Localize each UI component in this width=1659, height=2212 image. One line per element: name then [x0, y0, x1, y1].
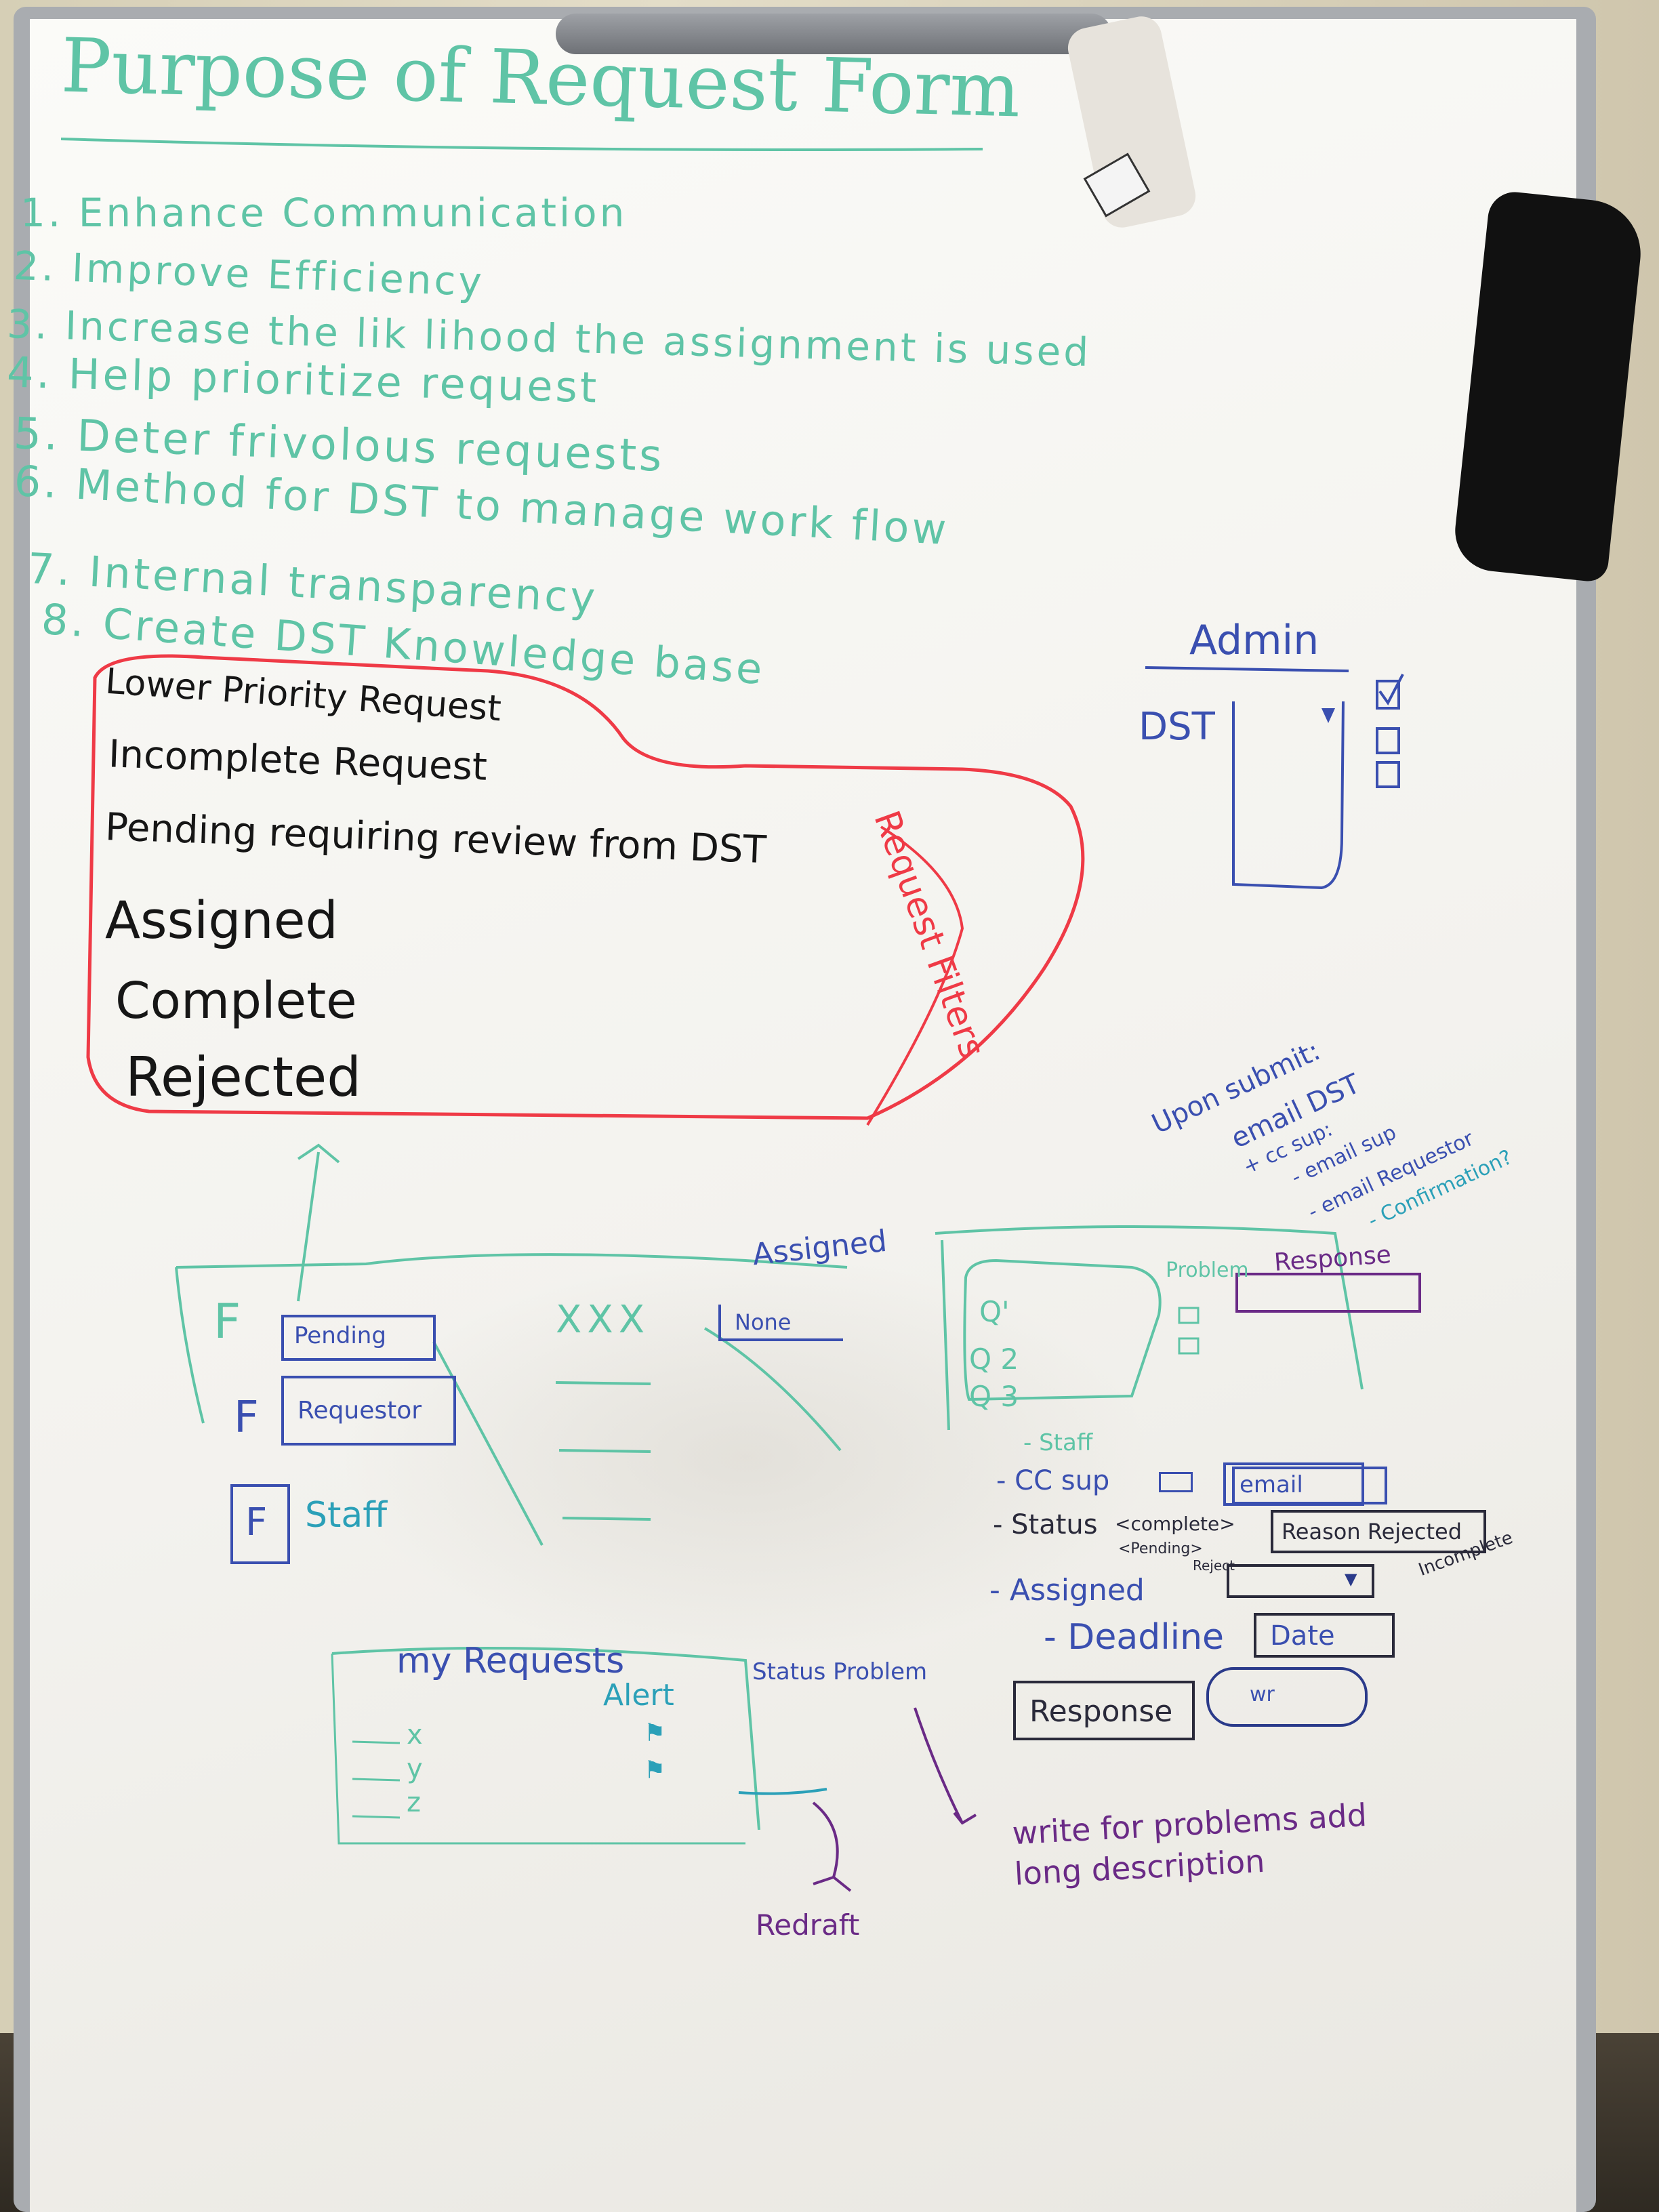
- pending-select-value: Pending: [294, 1322, 386, 1349]
- filters-outline: [86, 654, 1085, 1126]
- triangle-down-icon: ▼: [1345, 1570, 1357, 1589]
- assigned-select-value: None: [735, 1309, 792, 1335]
- admin-dst-label: DST: [1139, 705, 1215, 749]
- arrows: [738, 1707, 977, 1892]
- cc-sup-checkbox[interactable]: [1159, 1472, 1193, 1492]
- filter-item: Rejected: [125, 1046, 362, 1109]
- filter-item: Assigned: [105, 890, 338, 950]
- question-item: Q 3: [969, 1380, 1019, 1413]
- request-row: y: [407, 1753, 423, 1784]
- reason-rejected-value: Reason Rejected: [1282, 1519, 1462, 1544]
- whiteboard: [30, 19, 1576, 2212]
- staff-filter-box[interactable]: F: [230, 1484, 290, 1564]
- write-input-value: wr: [1250, 1683, 1275, 1706]
- my-requests-outline: [331, 1647, 760, 1845]
- email-input-value: email: [1240, 1471, 1303, 1498]
- assigned-dropdown[interactable]: ▼: [1227, 1564, 1374, 1598]
- email-input[interactable]: email: [1223, 1462, 1364, 1506]
- alert-label: Alert: [603, 1678, 674, 1713]
- status-problem-label: Status Problem: [752, 1658, 928, 1685]
- requestor-select-value: Requestor: [298, 1397, 422, 1425]
- status-field: - Status: [993, 1509, 1098, 1540]
- status-reject: Reject: [1193, 1557, 1235, 1574]
- question-item: Q 2: [969, 1343, 1019, 1376]
- write-input[interactable]: wr: [1206, 1667, 1368, 1727]
- deadline-field: - Deadline: [1044, 1617, 1225, 1658]
- request-row: z: [407, 1787, 421, 1818]
- xxx-placeholder: XXX: [556, 1298, 651, 1342]
- redraft-label: Redraft: [756, 1908, 860, 1942]
- requestor-select[interactable]: Requestor: [281, 1376, 456, 1446]
- assigned-select[interactable]: None: [718, 1305, 843, 1341]
- response-button-label: Response: [1029, 1694, 1173, 1729]
- purpose-item: 1. Enhance Communication: [20, 190, 628, 236]
- admin-title: Admin: [1189, 617, 1319, 664]
- flag-icon: ⚑: [644, 1719, 666, 1747]
- status-pending: <Pending>: [1118, 1540, 1203, 1557]
- date-input-value: Date: [1270, 1620, 1335, 1652]
- flag-icon: ⚑: [644, 1757, 666, 1784]
- reason-rejected-input[interactable]: Reason Rejected: [1271, 1510, 1486, 1553]
- question-item: Q': [979, 1295, 1010, 1328]
- response-button[interactable]: Response: [1013, 1681, 1195, 1740]
- marker-tray: [556, 14, 1111, 54]
- pending-select[interactable]: Pending: [281, 1315, 436, 1361]
- my-requests-title: my Requests: [396, 1641, 625, 1681]
- board-glare: [339, 1254, 1152, 1660]
- admin-sketch: [1145, 666, 1404, 890]
- filter-f-label: F: [245, 1500, 268, 1544]
- filter-f-label: F: [213, 1294, 241, 1349]
- detail-sketch-outline: [935, 1225, 1421, 1504]
- filter-f-label: F: [234, 1393, 259, 1443]
- cc-sup-field: - CC sup: [996, 1465, 1110, 1496]
- staff-field: - Staff: [1023, 1429, 1093, 1456]
- assigned-field: - Assigned: [989, 1573, 1145, 1607]
- problem-label: Problem: [1166, 1258, 1249, 1282]
- date-input[interactable]: Date: [1254, 1613, 1395, 1658]
- title-underline: [61, 138, 983, 151]
- status-options: <complete>: [1115, 1513, 1235, 1535]
- request-row: x: [407, 1719, 423, 1750]
- filter-item: Complete: [115, 972, 357, 1030]
- staff-label: Staff: [305, 1495, 388, 1536]
